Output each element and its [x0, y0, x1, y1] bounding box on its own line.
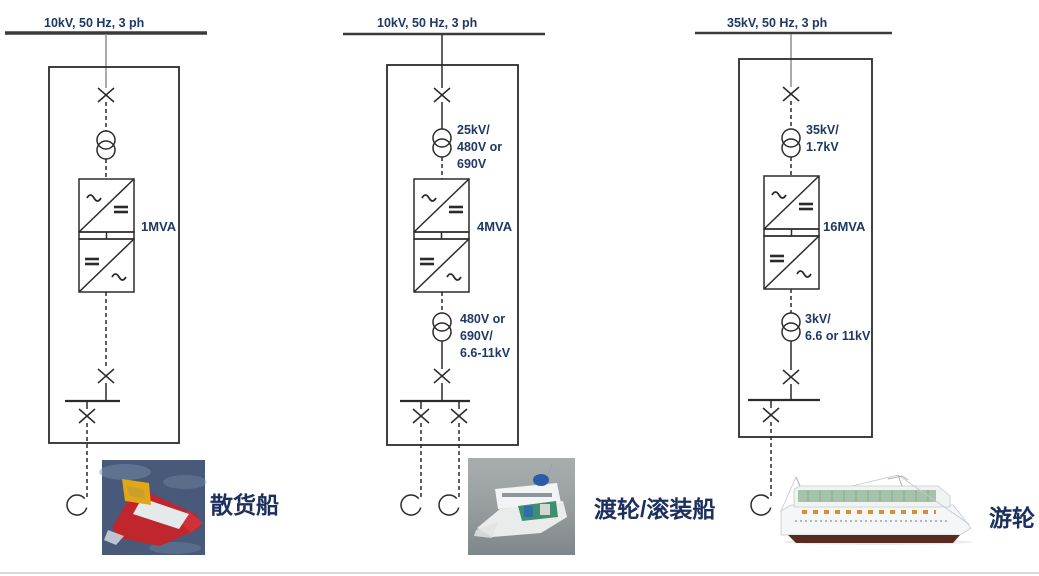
converter-rating-label: 1MVA: [141, 219, 177, 234]
breaker-x-cross-icon: [78, 408, 96, 424]
bus-voltage-label: 10kV, 50 Hz, 3 ph: [44, 16, 145, 30]
transformer-double-circle-icon: [432, 128, 452, 158]
diagram-bulk-carrier: [5, 31, 207, 516]
breaker-x-cross-icon: [782, 369, 800, 385]
diagram-ferry: [343, 32, 545, 516]
ac-wave-icon: [446, 273, 462, 281]
dc-bars-icon: [85, 257, 99, 266]
transformer-double-circle-icon: [781, 128, 801, 158]
ac-wave-icon: [86, 194, 102, 202]
dc-bars-icon: [799, 202, 813, 211]
frequency-converter-icon: [413, 178, 470, 293]
breaker-x-cross-icon: [433, 87, 451, 103]
hv-transformer-label: 35kV/ 1.7kV: [806, 123, 839, 154]
ferry-photo: [468, 458, 575, 555]
frequency-converter-icon: [763, 175, 820, 290]
shore-plug-cable-coil-icon: [438, 494, 460, 516]
transformer-double-circle-icon: [781, 312, 801, 342]
ship-type-label: 渡轮/滚装船: [594, 496, 716, 522]
dc-bars-icon: [114, 205, 128, 214]
frequency-converter-icon: [78, 178, 135, 293]
cruise-ship-photo: [777, 473, 979, 545]
ac-wave-icon: [771, 191, 787, 199]
lv-transformer-label: 480V or 690V/ 6.6-11kV: [460, 312, 511, 360]
ship-type-label: 散货船: [210, 492, 279, 518]
shore-plug-cable-coil-icon: [750, 494, 772, 516]
breaker-x-cross-icon: [97, 368, 115, 384]
shore-plug-cable-coil-icon: [66, 494, 88, 516]
substation-enclosure-box: [386, 64, 519, 446]
substation-enclosure-box: [48, 66, 180, 444]
breaker-x-cross-icon: [433, 368, 451, 384]
ac-wave-icon: [796, 270, 812, 278]
bus-voltage-label: 10kV, 50 Hz, 3 ph: [377, 16, 478, 30]
page-bottom-separator: [0, 572, 1039, 574]
converter-rating-label: 16MVA: [823, 219, 866, 234]
transformer-double-circle-icon: [96, 130, 116, 160]
hv-transformer-label: 25kV/ 480V or 690V: [457, 123, 503, 171]
bus-voltage-label: 35kV, 50 Hz, 3 ph: [727, 16, 828, 30]
substation-enclosure-box: [738, 58, 873, 438]
ac-wave-icon: [421, 194, 437, 202]
dc-bars-icon: [420, 257, 434, 266]
dc-bars-icon: [449, 205, 463, 214]
transformer-double-circle-icon: [432, 312, 452, 342]
shore-plug-cable-coil-icon: [400, 494, 422, 516]
breaker-x-cross-icon: [450, 408, 468, 424]
ac-wave-icon: [111, 273, 127, 281]
converter-rating-label: 4MVA: [477, 219, 513, 234]
breaker-x-cross-icon: [97, 87, 115, 103]
breaker-x-cross-icon: [762, 407, 780, 423]
bulk-carrier-photo: [99, 460, 207, 555]
diagram-cruise: [695, 31, 892, 516]
lv-transformer-label: 3kV/ 6.6 or 11kV: [805, 312, 871, 343]
ship-type-label: 游轮: [989, 505, 1035, 531]
breaker-x-cross-icon: [412, 408, 430, 424]
dc-bars-icon: [770, 254, 784, 263]
breaker-x-cross-icon: [782, 86, 800, 102]
